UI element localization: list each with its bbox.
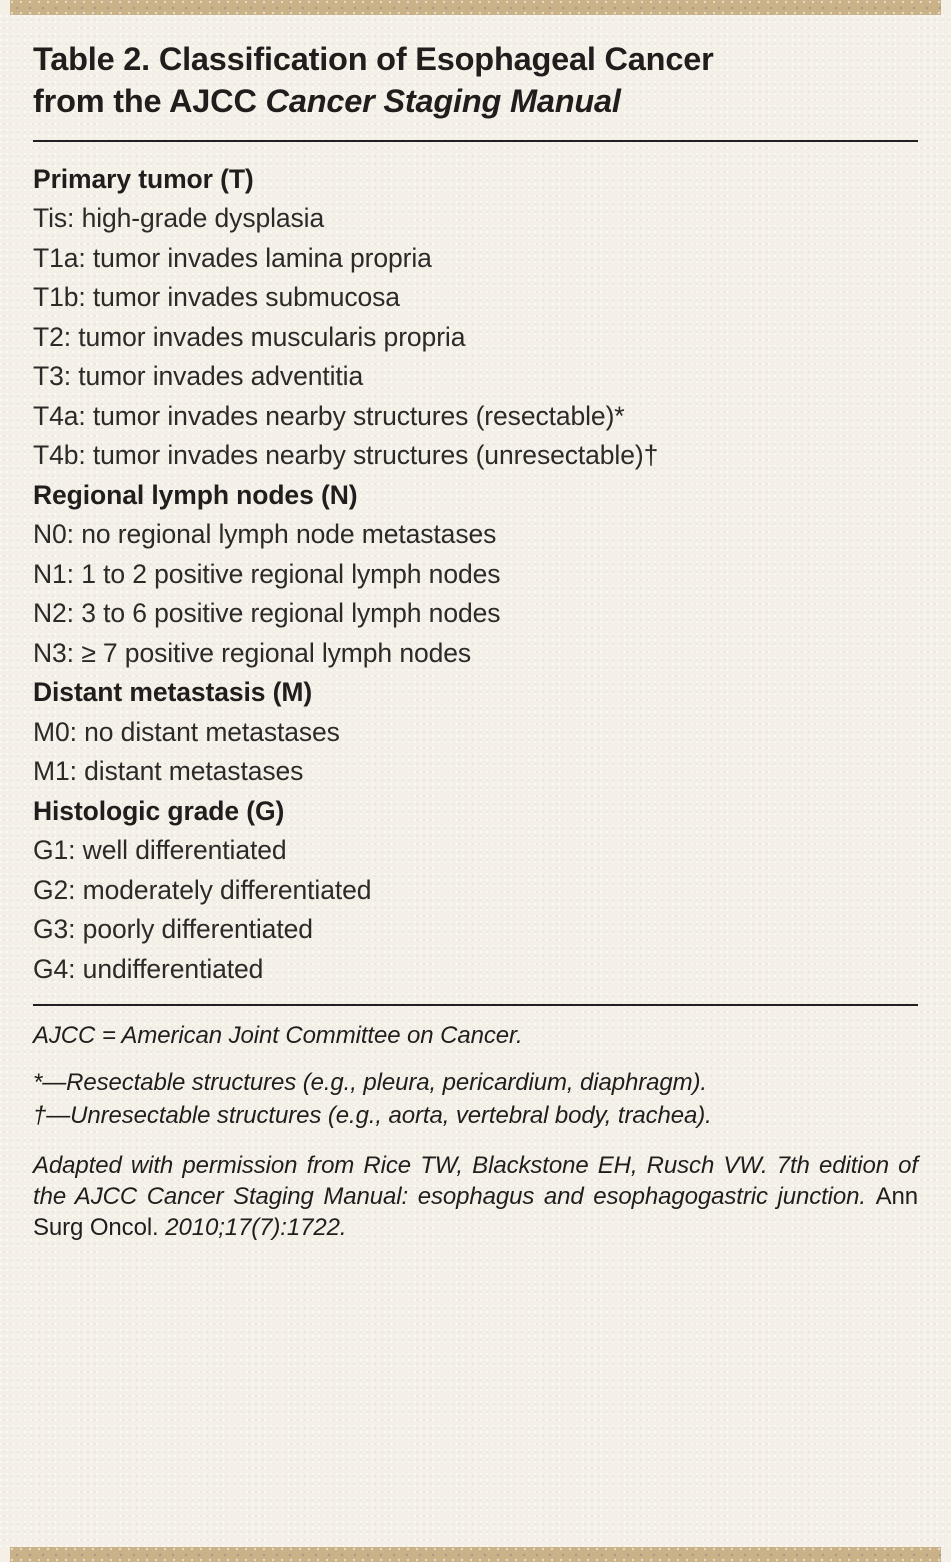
table-row: N3: ≥ 7 positive regional lymph nodes [33,637,472,668]
table-title-manual-name: Cancer Staging Manual [265,83,621,120]
table-row: G2: moderately differentiated [33,874,372,905]
footnote-asterisk: *—Resectable structures (e.g., pleura, p… [33,1069,707,1097]
section-heading-primary-tumor: Primary tumor (T) [33,163,254,194]
table-row: T1a: tumor invades lamina propria [33,242,432,273]
table-row: T4b: tumor invades nearby structures (un… [33,440,659,470]
table-row: T1b: tumor invades submucosa [33,282,400,312]
decorative-bottom-bar [10,1547,941,1562]
table-paper-surface: Table 2. Classification of Esophageal Ca… [0,15,951,1547]
table-row: G3: poorly differentiated [33,914,313,944]
section-heading-histologic-grade: Histologic grade (G) [33,795,285,826]
footnote-dagger: †—Unresectable structures (e.g., aorta, … [33,1102,712,1130]
citation-text-part1: Adapted with permission from Rice TW, Bl… [33,1151,918,1210]
table-row: G4: undifferentiated [33,953,264,984]
footnote-source-citation: Adapted with permission from Rice TW, Bl… [33,1134,918,1244]
table-row: M1: distant metastases [33,756,304,786]
table-row: Tis: high-grade dysplasia [33,203,325,233]
title-divider-rule [33,139,918,142]
citation-journal-name: Ann Surg Oncol. [33,1182,918,1241]
table-title-line2-prefix: from the AJCC [33,83,266,120]
footnotes-divider-rule [33,1004,918,1006]
table-row: N1: 1 to 2 positive regional lymph nodes [33,558,501,589]
table-row: N2: 3 to 6 positive regional lymph nodes [33,598,501,628]
table-row: N0: no regional lymph node metastases [33,519,497,549]
table-title: Table 2. Classification of Esophageal Ca… [33,15,913,123]
table-footnotes: AJCC = American Joint Committee on Cance… [33,1006,918,1243]
section-heading-regional-lymph-nodes: Regional lymph nodes (N) [33,479,358,510]
table-row: T4a: tumor invades nearby structures (re… [33,400,625,431]
footnote-abbreviation: AJCC = American Joint Committee on Cance… [33,1022,523,1049]
decorative-top-bar [10,0,941,15]
table-row: T3: tumor invades adventitia [33,361,364,391]
table-title-line1: Table 2. Classification of Esophageal Ca… [33,41,714,77]
table-row: G1: well differentiated [33,835,287,865]
citation-text-part2: 2010;17(7):1722. [158,1213,347,1241]
table-row: T2: tumor invades muscularis propria [33,321,466,352]
section-heading-distant-metastasis: Distant metastasis (M) [33,677,313,707]
table-body: Primary tumor (T) Tis: high-grade dyspla… [33,142,918,989]
table-row: M0: no distant metastases [33,716,340,747]
